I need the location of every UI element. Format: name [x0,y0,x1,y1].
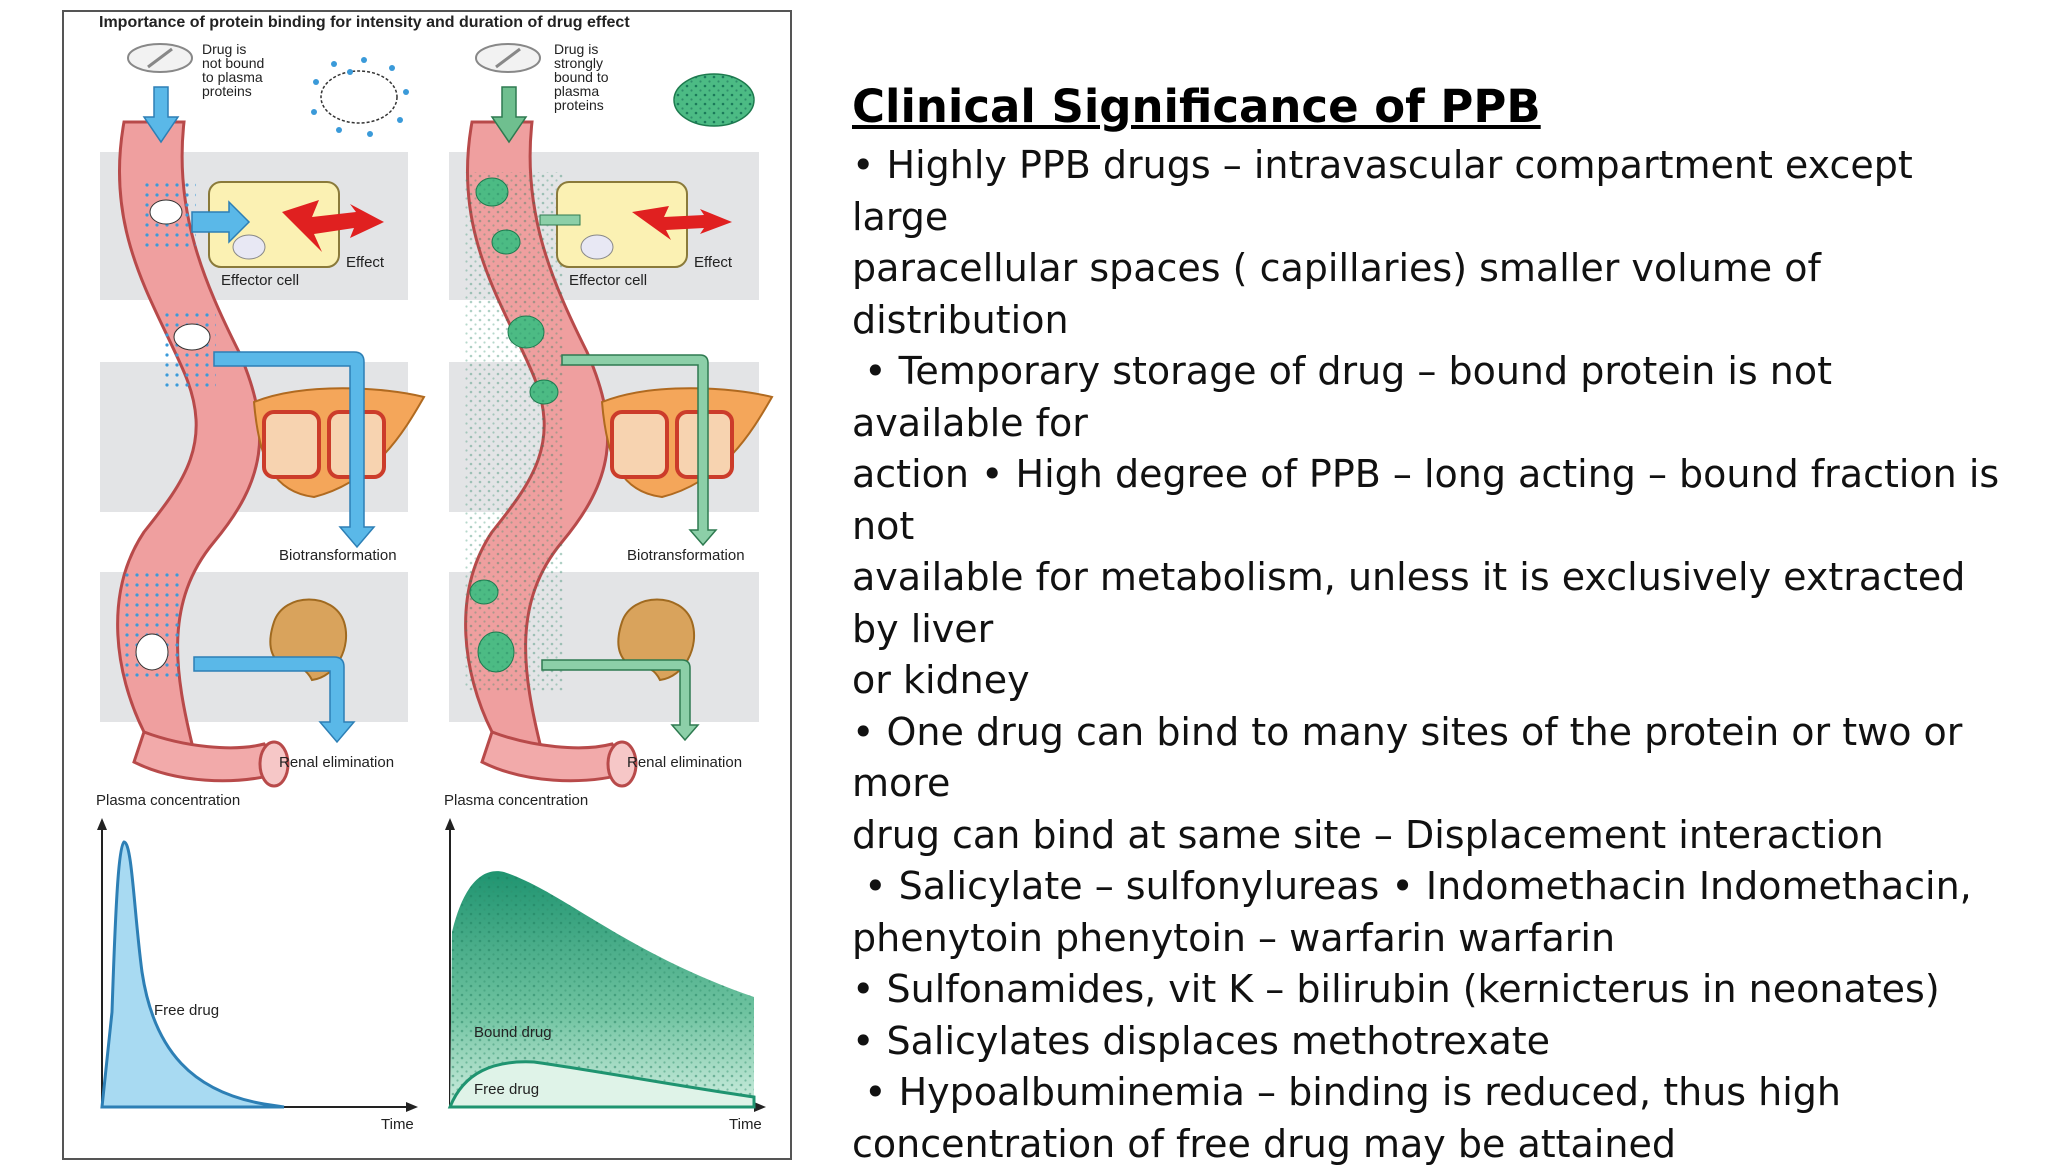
bullet-line: • Salicylates displaces methotrexate [852,1016,2012,1068]
renal-label-right: Renal elimination [627,754,742,771]
figure-title: Importance of protein binding for intens… [99,14,630,31]
drug-note-right-5: proteins [554,97,604,113]
effect-label-left: Effect [346,254,385,271]
bullet-line: • Salicylate – sulfonylureas • Indometha… [852,861,2012,913]
plasma-label-right: Plasma concentration [444,792,588,809]
free-drug-curve-left [102,842,284,1107]
effector-label-left: Effector cell [221,272,299,289]
biotransformation-label-left: Biotransformation [279,547,397,564]
cell-nucleus-right [581,235,613,259]
plasma-label-left: Plasma concentration [96,792,240,809]
left-panel: Drug is not bound to plasma proteins [96,41,424,1133]
pill-icon [476,44,540,72]
bullet-line: action • High degree of PPB – long actin… [852,449,2012,552]
bound-drug-label: Bound drug [474,1024,552,1041]
time-label-right: Time [729,1116,762,1133]
bullet-line: • Highly PPB drugs – intravascular compa… [852,140,2012,243]
bullet-line: phenytoin phenytoin – warfarin warfarin [852,913,2012,965]
renal-label-left: Renal elimination [279,754,394,771]
biotransformation-label-right: Biotransformation [627,547,745,564]
x-axis-arrow-left [406,1102,418,1112]
effect-label-right: Effect [694,254,733,271]
pill-icon [128,44,192,72]
bullet-line: or kidney [852,655,2012,707]
figure-canvas: Importance of protein binding for intens… [64,12,794,1162]
y-axis-arrow-left [97,818,107,830]
free-drug-label-right: Free drug [474,1081,539,1098]
slide-title: Clinical Significance of PPB [852,80,1541,133]
bullet-line: paracellular spaces ( capillaries) small… [852,243,2012,346]
free-drug-label-left: Free drug [154,1002,219,1019]
effector-label-right: Effector cell [569,272,647,289]
bullet-line: • Temporary storage of drug – bound prot… [852,346,2012,449]
right-panel: Drug is strongly bound to plasma protein… [444,41,772,1133]
bullet-line: • Sulfonamides, vit K – bilirubin (kerni… [852,964,2012,1016]
x-axis-arrow-right [754,1102,766,1112]
bullet-line: available for metabolism, unless it is e… [852,552,2012,655]
bullet-line: concentration of free drug may be attain… [852,1119,2012,1170]
effect-arrow-right [540,215,580,225]
cell-nucleus-left [233,235,265,259]
bullet-line: • One drug can bind to many sites of the… [852,707,2012,810]
bullet-line: • Hypoalbuminemia – binding is reduced, … [852,1067,2012,1119]
drug-note-left-4: proteins [202,83,252,99]
bullet-line: drug can bind at same site – Displacemen… [852,810,2012,862]
unbound-protein-icon [311,57,409,137]
y-axis-arrow-right [445,818,455,830]
bullet-text: • Highly PPB drugs – intravascular compa… [852,140,2012,1170]
protein-binding-figure: Importance of protein binding for intens… [62,10,792,1160]
bound-protein-icon [674,74,754,126]
time-label-left: Time [381,1116,414,1133]
